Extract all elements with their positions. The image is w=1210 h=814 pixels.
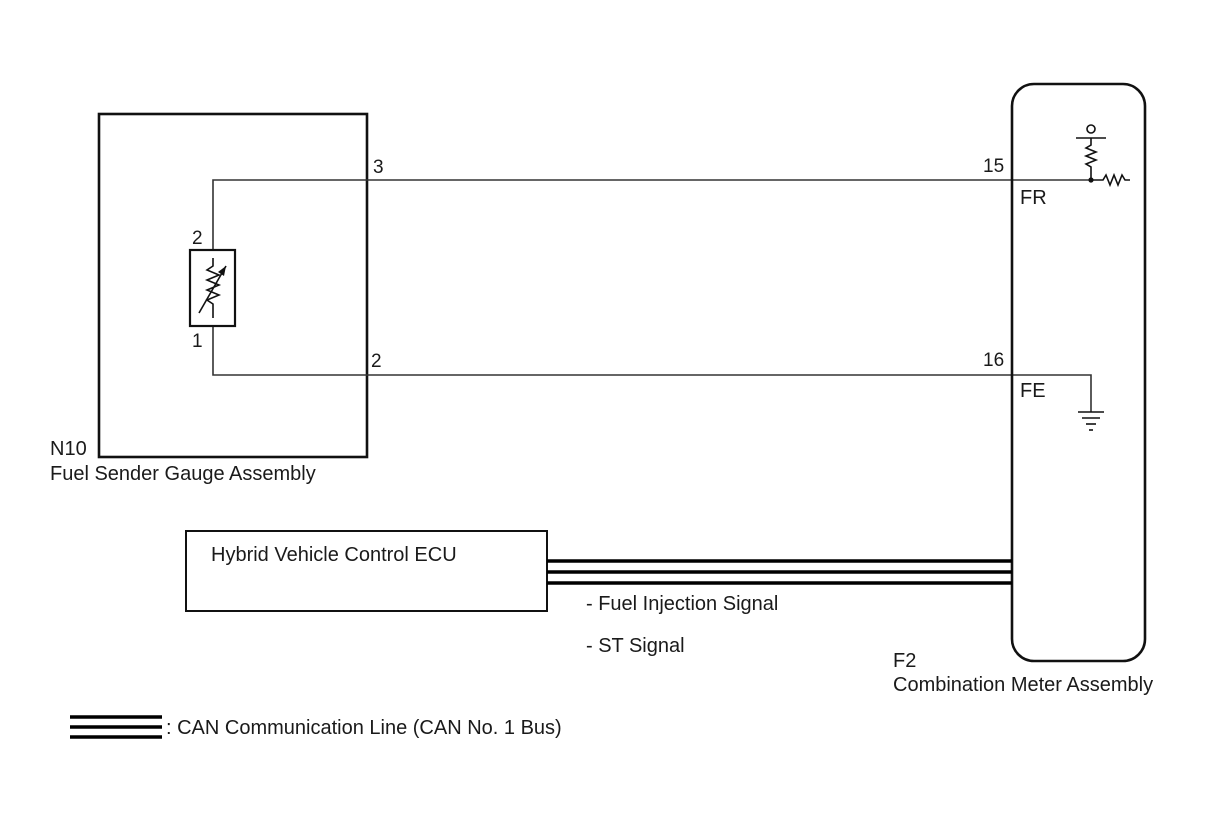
signal-fuel-injection: - Fuel Injection Signal — [586, 593, 778, 615]
hv-ecu-box — [185, 530, 548, 612]
terminal-fe: FE — [1020, 380, 1046, 402]
combination-meter-assembly: 15 16 FR FE F2 Combination Meter Assembl… — [893, 82, 1153, 696]
sender-internal-wire-top — [212, 179, 367, 250]
terminal-fr: FR — [1020, 187, 1047, 209]
can-legend-icon — [70, 715, 162, 739]
sender-name: Fuel Sender Gauge Assembly — [50, 463, 316, 485]
sender-pin-2: 2 — [371, 351, 382, 372]
combination-meter-box — [1010, 82, 1147, 663]
legend-text: : CAN Communication Line (CAN No. 1 Bus) — [166, 717, 562, 739]
sender-internal-wire-bottom — [212, 326, 367, 376]
sender-code: N10 — [50, 438, 87, 460]
hv-ecu-name: Hybrid Vehicle Control ECU — [211, 544, 457, 566]
resistor-pin-1: 1 — [192, 331, 203, 352]
meter-code: F2 — [893, 650, 916, 672]
signal-st: - ST Signal — [586, 635, 685, 657]
fuel-sender-gauge-assembly: 2 1 3 2 N10 Fuel Sender Gauge Assembly — [50, 112, 384, 485]
can-bus-lines — [547, 559, 1012, 585]
meter-pin-15: 15 — [983, 156, 1004, 177]
pullup-resistor-icon — [1014, 124, 1130, 188]
variable-resistor-icon — [188, 248, 237, 328]
fuel-sender-box — [97, 112, 369, 459]
ground-icon — [1014, 374, 1104, 431]
sender-pin-3: 3 — [373, 157, 384, 178]
hybrid-vehicle-control-ecu: Hybrid Vehicle Control ECU — [185, 530, 548, 612]
resistor-pin-2: 2 — [192, 228, 203, 249]
meter-name: Combination Meter Assembly — [893, 674, 1153, 696]
legend: : CAN Communication Line (CAN No. 1 Bus) — [70, 715, 562, 739]
meter-pin-16: 16 — [983, 350, 1004, 371]
